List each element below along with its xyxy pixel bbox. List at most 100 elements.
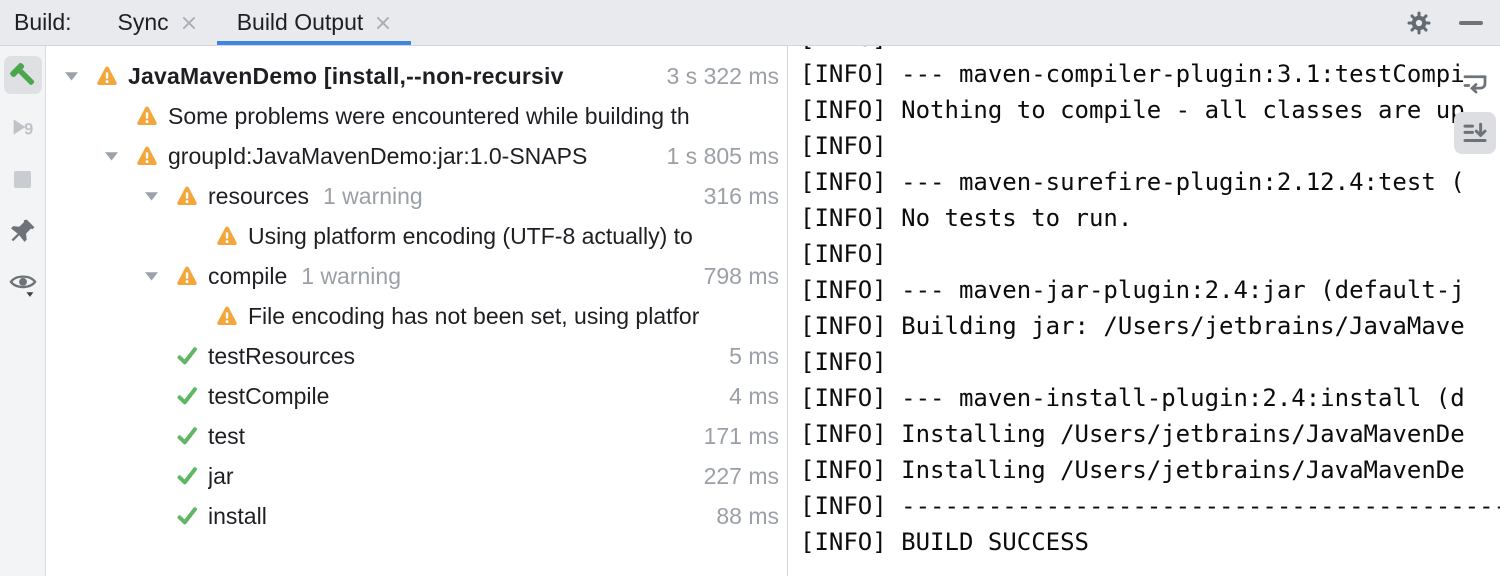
hammer-icon [8,60,38,90]
expander-spacer [136,376,176,416]
expander-spacer [96,96,136,136]
pin-tab-button[interactable] [4,212,42,250]
expand-arrow-icon[interactable] [136,176,176,216]
build-tabbar: Build: Sync Build Output [0,0,1500,46]
success-icon [176,465,198,487]
hide-tool-window-button[interactable] [1454,6,1488,40]
build-toolstrip: 9 [0,46,46,576]
rerun-build-button[interactable] [3,56,42,94]
tree-row[interactable]: test 171 ms [46,416,787,456]
tree-row[interactable]: testResources 5 ms [46,336,787,376]
tab-sync[interactable]: Sync [98,0,217,45]
svg-text:9: 9 [24,121,33,139]
eye-icon [8,268,38,298]
stop-build-button[interactable] [4,160,42,198]
pin-icon [9,217,37,245]
expander-spacer [136,416,176,456]
console-line: [INFO] [800,46,1500,56]
warning-icon [176,185,198,207]
close-icon[interactable] [375,15,391,31]
resume-icon: 9 [9,113,37,141]
console-line: [INFO] --- maven-compiler-plugin:3.1:tes… [800,60,1465,88]
gear-icon [1405,9,1433,37]
tree-row-label: File encoding has not been set, using pl… [248,302,700,329]
console-line: [INFO] No tests to run. [800,204,1133,232]
tree-row[interactable]: testCompile 4 ms [46,376,787,416]
console-toolbar [1454,62,1496,154]
expand-arrow-icon[interactable] [136,256,176,296]
tree-row-warning-count: 1 warning [322,182,423,209]
tree-row[interactable]: File encoding has not been set, using pl… [46,296,787,336]
tree-row[interactable]: groupId:JavaMavenDemo:jar:1.0-SNAPS 1 s 8… [46,136,787,176]
settings-button[interactable] [1402,6,1436,40]
tree-row-duration: 227 ms [703,462,779,489]
close-icon[interactable] [181,15,197,31]
success-icon [176,345,198,367]
expand-arrow-icon[interactable] [56,56,96,96]
warning-icon [176,265,198,287]
tree-row-label: Using platform encoding (UTF-8 actually)… [248,222,693,249]
tree-row-label: JavaMavenDemo [install,--non-recursiv [128,62,564,89]
tab-build-output[interactable]: Build Output [216,0,412,45]
expander-spacer [136,336,176,376]
tree-row-label: test [208,422,246,449]
tree-row-duration: 5 ms [729,342,779,369]
tree-row-label: resources [208,182,309,209]
tree-row-label: jar [208,462,234,489]
tree-row[interactable]: jar 227 ms [46,456,787,496]
console-line: [INFO] ---------------------------------… [800,492,1500,520]
tree-row-label: testCompile [208,382,330,409]
tree-row[interactable]: Some problems were encountered while bui… [46,96,787,136]
tree-row-duration: 3 s 322 ms [666,62,780,89]
warning-icon [216,305,238,327]
console-line: [INFO] [800,240,887,268]
tree-row-label: groupId:JavaMavenDemo:jar:1.0-SNAPS [168,142,588,169]
resume-build-button[interactable]: 9 [4,108,42,146]
tree-row-label: compile [208,262,288,289]
tab-build-output-label: Build Output [236,9,364,35]
tree-row-duration: 171 ms [703,422,779,449]
console-line: [INFO] [800,132,887,160]
tab-sync-label: Sync [117,9,169,35]
console-line: [INFO] Installing /Users/jetbrains/JavaM… [800,456,1465,484]
tree-row-duration: 88 ms [716,502,779,529]
build-console-panel[interactable]: [INFO] [INFO] --- maven-compiler-plugin:3… [788,46,1500,576]
soft-wrap-icon [1460,68,1490,98]
warning-icon [96,65,118,87]
tree-row-duration: 4 ms [729,382,779,409]
soft-wrap-button[interactable] [1454,62,1496,104]
console-line: [INFO] BUILD SUCCESS [800,528,1089,556]
scroll-to-end-button[interactable] [1454,112,1496,154]
tabbar-spacer [411,0,1402,45]
expand-arrow-icon[interactable] [96,136,136,176]
success-icon [176,385,198,407]
expander-spacer [176,216,216,256]
warning-icon [136,145,158,167]
console-line: [INFO] [800,348,887,376]
tree-row[interactable]: resources 1 warning 316 ms [46,176,787,216]
build-tree-panel[interactable]: JavaMavenDemo [install,--non-recursiv 3 s… [46,46,788,576]
tree-row[interactable]: Using platform encoding (UTF-8 actually)… [46,216,787,256]
warning-icon [136,105,158,127]
tree-row-duration: 316 ms [703,182,779,209]
success-icon [176,425,198,447]
console-line: [INFO] Installing /Users/jetbrains/JavaM… [800,420,1465,448]
tree-row-duration: 1 s 805 ms [666,142,780,169]
console-output: [INFO] [INFO] --- maven-compiler-plugin:3… [788,46,1500,560]
console-line: [INFO] Nothing to compile - all classes … [800,96,1465,124]
tool-window-title: Build: [14,9,72,35]
warning-icon [216,225,238,247]
view-options-button[interactable] [4,264,42,302]
tree-row-label: testResources [208,342,356,369]
minimize-icon [1459,20,1483,25]
stop-icon [14,170,31,188]
console-line: [INFO] --- maven-install-plugin:2.4:inst… [800,384,1465,412]
console-line: [INFO] --- maven-jar-plugin:2.4:jar (def… [800,276,1465,304]
build-body: 9 [0,46,1500,576]
scroll-to-end-icon [1460,118,1490,148]
console-line: [INFO] Building jar: /Users/jetbrains/Ja… [800,312,1465,340]
tree-row[interactable]: JavaMavenDemo [install,--non-recursiv 3 s… [46,56,787,96]
